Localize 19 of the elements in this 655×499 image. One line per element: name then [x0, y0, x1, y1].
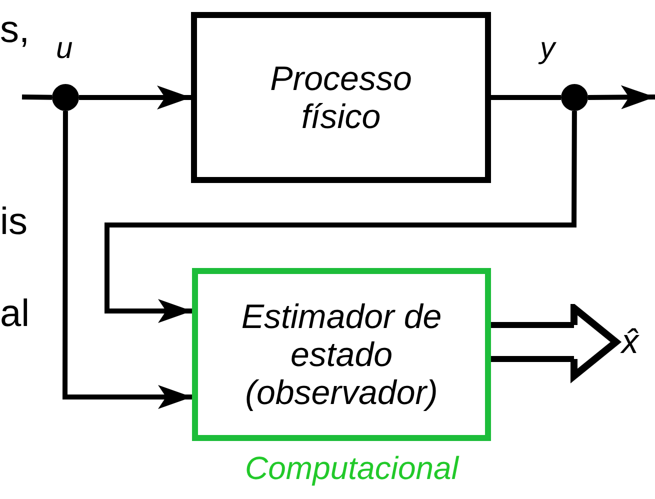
connector-line: [491, 95, 561, 100]
arrow: [588, 85, 655, 110]
node-label: Computacional: [245, 450, 458, 487]
arrow: [79, 86, 191, 110]
process-box: [192, 268, 491, 441]
text-fragment: al: [0, 294, 30, 334]
connector-line: [22, 94, 52, 100]
variable-label: u: [56, 32, 73, 66]
arrow: [62, 111, 192, 409]
process-box: [191, 12, 491, 183]
block-label: Estimador de estado (observador): [240, 298, 443, 412]
text-fragment: is: [0, 202, 28, 242]
junction-dot: [561, 84, 588, 111]
variable-label: x̂: [614, 318, 646, 366]
block-label: Processo físico: [269, 60, 413, 136]
arrow: [104, 111, 577, 323]
junction-dot: [52, 84, 79, 111]
variable-label: y: [540, 32, 555, 66]
text-fragment: s,: [0, 10, 30, 50]
